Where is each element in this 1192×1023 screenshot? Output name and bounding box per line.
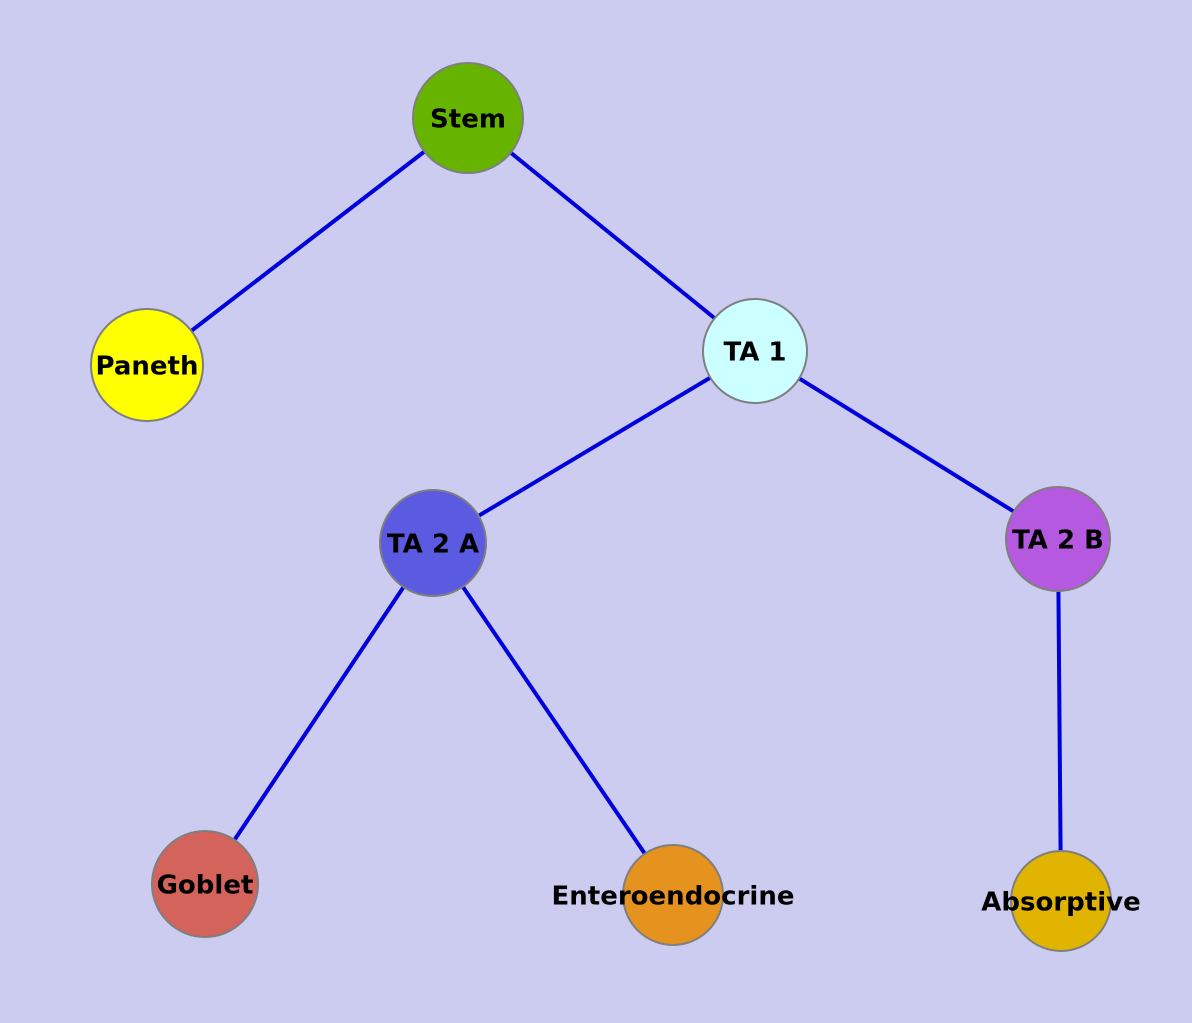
node-ta2b[interactable] (1005, 486, 1111, 592)
node-ta1[interactable] (702, 298, 808, 404)
edge-ta2a-enteroendocrine (431, 541, 675, 897)
node-stem[interactable] (412, 62, 524, 174)
edge-ta1-ta2a (431, 349, 757, 545)
node-goblet[interactable] (151, 830, 259, 938)
edge-stem-ta1 (466, 116, 757, 353)
node-absorptive[interactable] (1010, 850, 1112, 952)
edge-stem-paneth (145, 116, 470, 367)
nodes-layer (90, 62, 1112, 952)
edges-layer (145, 116, 1063, 902)
edge-ta2b-absorptive (1056, 538, 1063, 902)
node-enteroendocrine[interactable] (622, 844, 724, 946)
edge-ta2a-goblet (203, 541, 435, 886)
node-paneth[interactable] (90, 308, 204, 422)
node-ta2a[interactable] (379, 489, 487, 597)
edge-ta1-ta2b (753, 349, 1060, 541)
